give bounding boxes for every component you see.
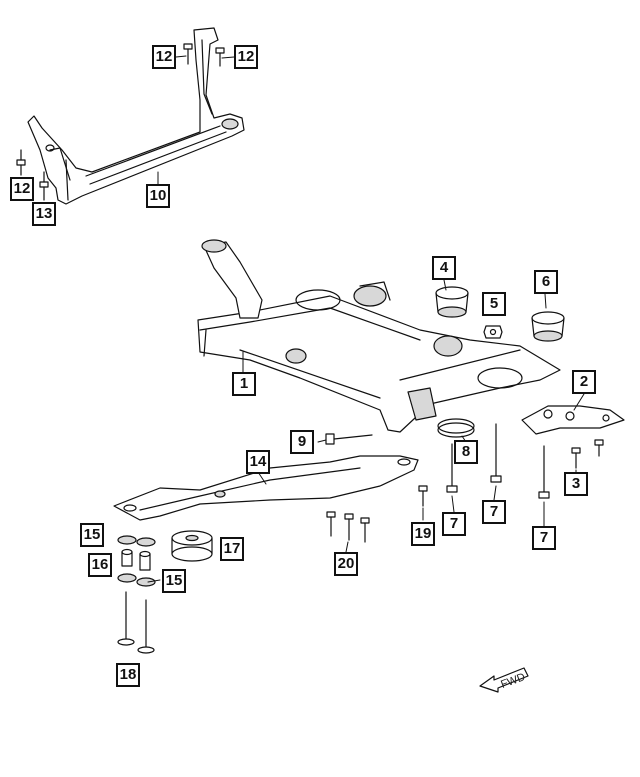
forward-direction-label: FWD [499,671,527,691]
callout-20[interactable]: 20 [334,552,358,576]
callout-13[interactable]: 13 [32,202,56,226]
callout-12-top-right[interactable]: 12 [234,45,258,69]
callout-12-top-left[interactable]: 12 [152,45,176,69]
callout-5[interactable]: 5 [482,292,506,316]
callout-17[interactable]: 17 [220,537,244,561]
bolt-13 [39,171,49,201]
callout-7-left[interactable]: 7 [442,512,466,536]
bolt-12-top-left [183,43,193,65]
washer-part-9 [437,418,475,438]
callout-10[interactable]: 9 [290,430,314,454]
spacer-part-16 [121,548,151,571]
callout-7-right[interactable]: 7 [532,526,556,550]
bolts-part-20 [326,511,370,543]
isolator-part-17 [171,530,213,562]
spacer-part-15-upper [117,535,156,547]
bracket-part-2 [521,405,625,435]
leader-lines [147,55,585,583]
bolts-part-18 [117,591,155,654]
callout-16[interactable]: 16 [88,553,112,577]
callout-3[interactable]: 3 [564,472,588,496]
skid-plate-part-14 [113,455,419,521]
callout-6[interactable]: 6 [534,270,558,294]
bushing-part-6 [531,311,565,342]
nut-part-5 [483,325,503,339]
bushing-part-4 [435,286,469,318]
bolt-part-8 [490,423,502,483]
callout-11[interactable]: 10 [146,184,170,208]
callout-1[interactable]: 1 [232,372,256,396]
crossmember-assembly [197,239,561,433]
forward-arrow-icon [479,667,529,693]
brace-assembly [27,27,245,205]
bolt-part-7-left [446,443,458,493]
bolt-part-7-right [538,445,550,499]
bolt-12-left [16,149,26,176]
bolt-part-10 [325,433,373,445]
callout-15-upper[interactable]: 15 [80,523,104,547]
bolt-part-19 [418,485,428,507]
bolt-part-3b [594,439,604,457]
callout-14[interactable]: 14 [246,450,270,474]
callout-15-lower[interactable]: 15 [162,569,186,593]
callout-18[interactable]: 18 [116,663,140,687]
spacer-part-15-lower [117,573,156,587]
callout-12-left[interactable]: 12 [10,177,34,201]
callout-8[interactable]: 7 [482,500,506,524]
callout-2[interactable]: 2 [572,370,596,394]
callout-4[interactable]: 4 [432,256,456,280]
callout-19[interactable]: 19 [411,522,435,546]
bolt-part-3 [571,447,581,469]
bolt-12-top-right [215,47,225,67]
callout-9[interactable]: 8 [454,440,478,464]
